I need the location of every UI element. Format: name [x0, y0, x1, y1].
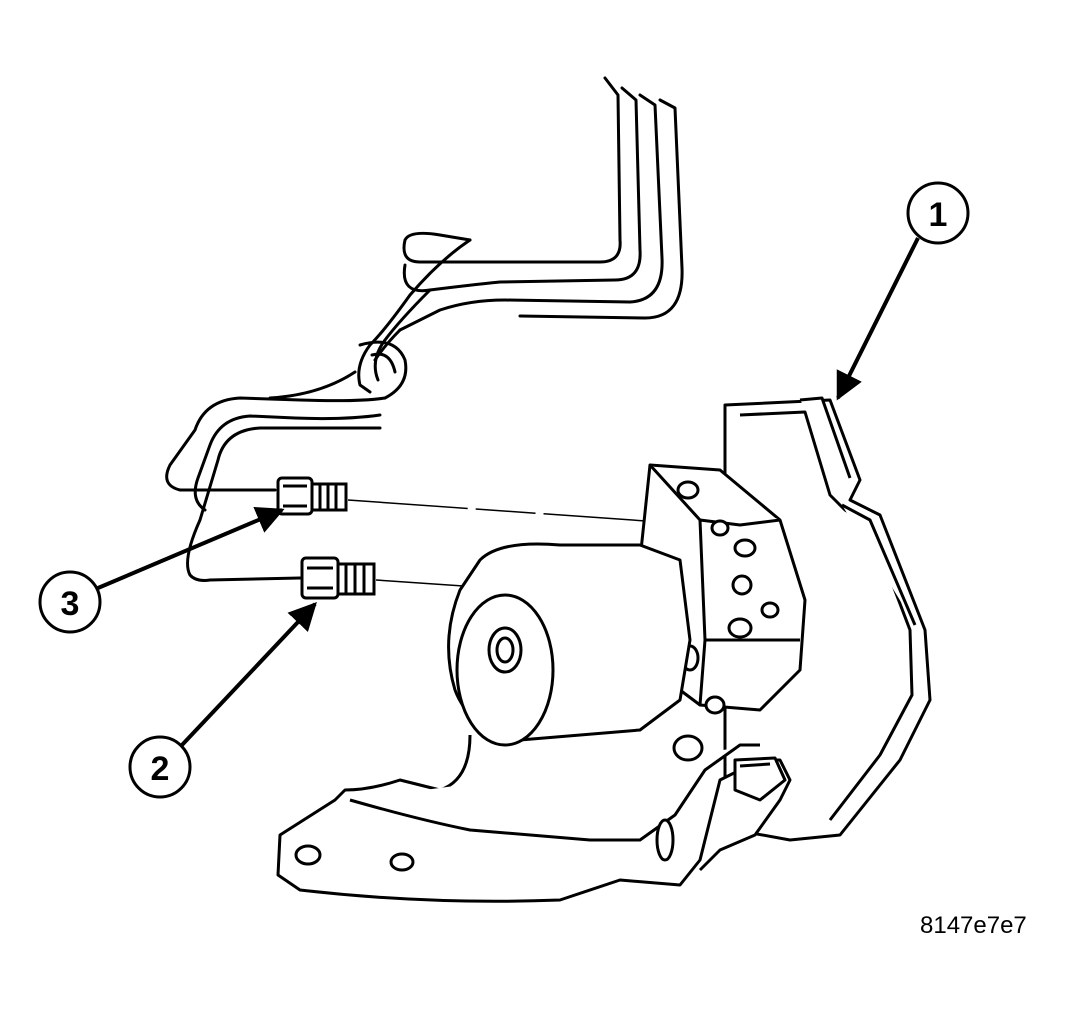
hydraulic-control-unit: [276, 396, 932, 903]
upper-brake-line-fitting: [276, 476, 348, 516]
callout-3-arrow: [97, 506, 285, 590]
callout-3-circle: [38, 570, 102, 634]
callout-3: 3: [38, 506, 285, 634]
callout-1-circle: [906, 181, 970, 245]
callout-3-label: 3: [61, 585, 80, 623]
figure-id: 8147e7e7: [920, 912, 1027, 939]
lower-brake-line-fitting: [300, 556, 376, 600]
callout-2-arrow: [180, 601, 317, 747]
callout-2-circle: [128, 735, 192, 799]
callout-1-arrow: [836, 237, 920, 401]
callout-2: 2: [128, 601, 317, 799]
callout-1: 1: [836, 181, 970, 401]
callout-2-label: 2: [151, 750, 170, 788]
callout-1-label: 1: [929, 196, 948, 234]
brake-lines: [165, 76, 684, 582]
